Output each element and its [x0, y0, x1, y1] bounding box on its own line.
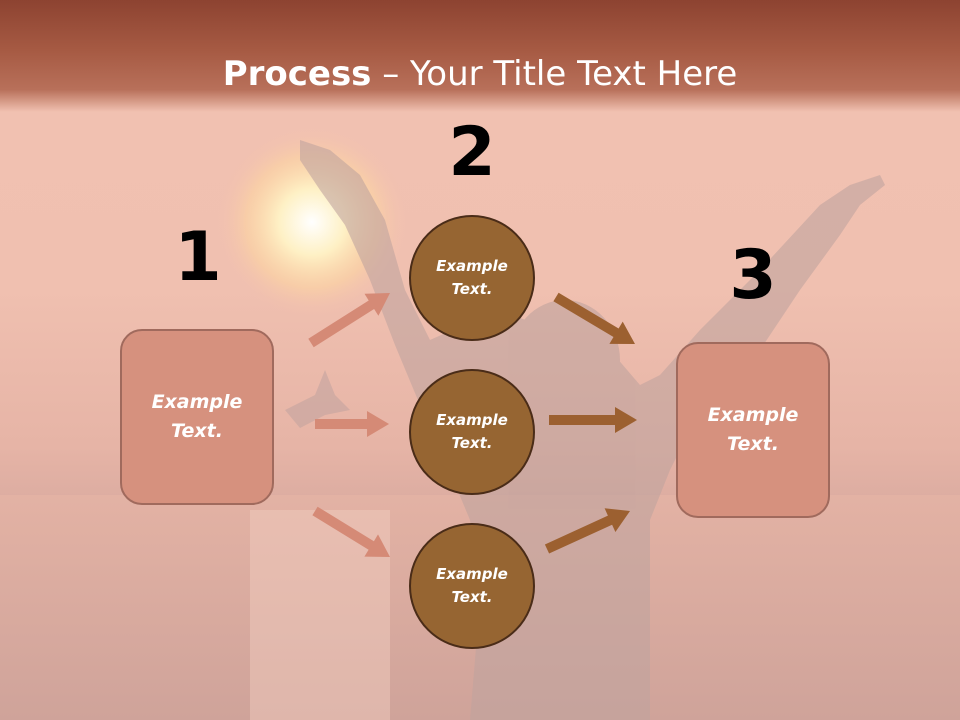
sun: [217, 127, 407, 317]
title-rest: – Your Title Text Here: [371, 54, 738, 94]
circle-3-text-line-1: Example: [436, 565, 508, 583]
step-1-text-line-1: Example: [151, 391, 243, 413]
step-3-text-line-2: Text.: [727, 433, 779, 455]
arrow-right-icon: [549, 407, 637, 433]
slide-title: Process – Your Title Text Here: [0, 50, 960, 98]
arrows-to-step-3: [544, 292, 637, 554]
arrow-right-icon: [315, 411, 389, 437]
step-1-box: Example Text.: [120, 329, 274, 505]
arrow-right-up-icon: [544, 508, 630, 554]
step-number-2: 2: [448, 113, 496, 192]
step-2-circle-2: Example Text.: [409, 369, 535, 495]
arrows-to-circles: [308, 293, 390, 557]
step-number-1: 1: [174, 218, 222, 297]
step-3-box: Example Text.: [676, 342, 830, 518]
arrow-right-up-icon: [308, 293, 390, 348]
circle-3-text-line-2: Text.: [451, 588, 493, 606]
arrow-right-down-icon: [553, 292, 635, 344]
circle-2-text-line-2: Text.: [451, 434, 493, 452]
person-silhouette: [300, 140, 885, 720]
step-3-text-line-1: Example: [707, 404, 799, 426]
arrow-right-down-icon: [312, 506, 390, 557]
step-2-circle-1: Example Text.: [409, 215, 535, 341]
title-bold: Process: [222, 54, 372, 94]
step-number-3: 3: [729, 236, 777, 315]
circle-1-text-line-1: Example: [436, 257, 508, 275]
title-bar: [0, 0, 960, 112]
step-2-circle-3: Example Text.: [409, 523, 535, 649]
circle-1-text-line-2: Text.: [451, 280, 493, 298]
bird-silhouette: [285, 370, 350, 428]
circle-2-text-line-1: Example: [436, 411, 508, 429]
step-1-text-line-2: Text.: [171, 420, 223, 442]
